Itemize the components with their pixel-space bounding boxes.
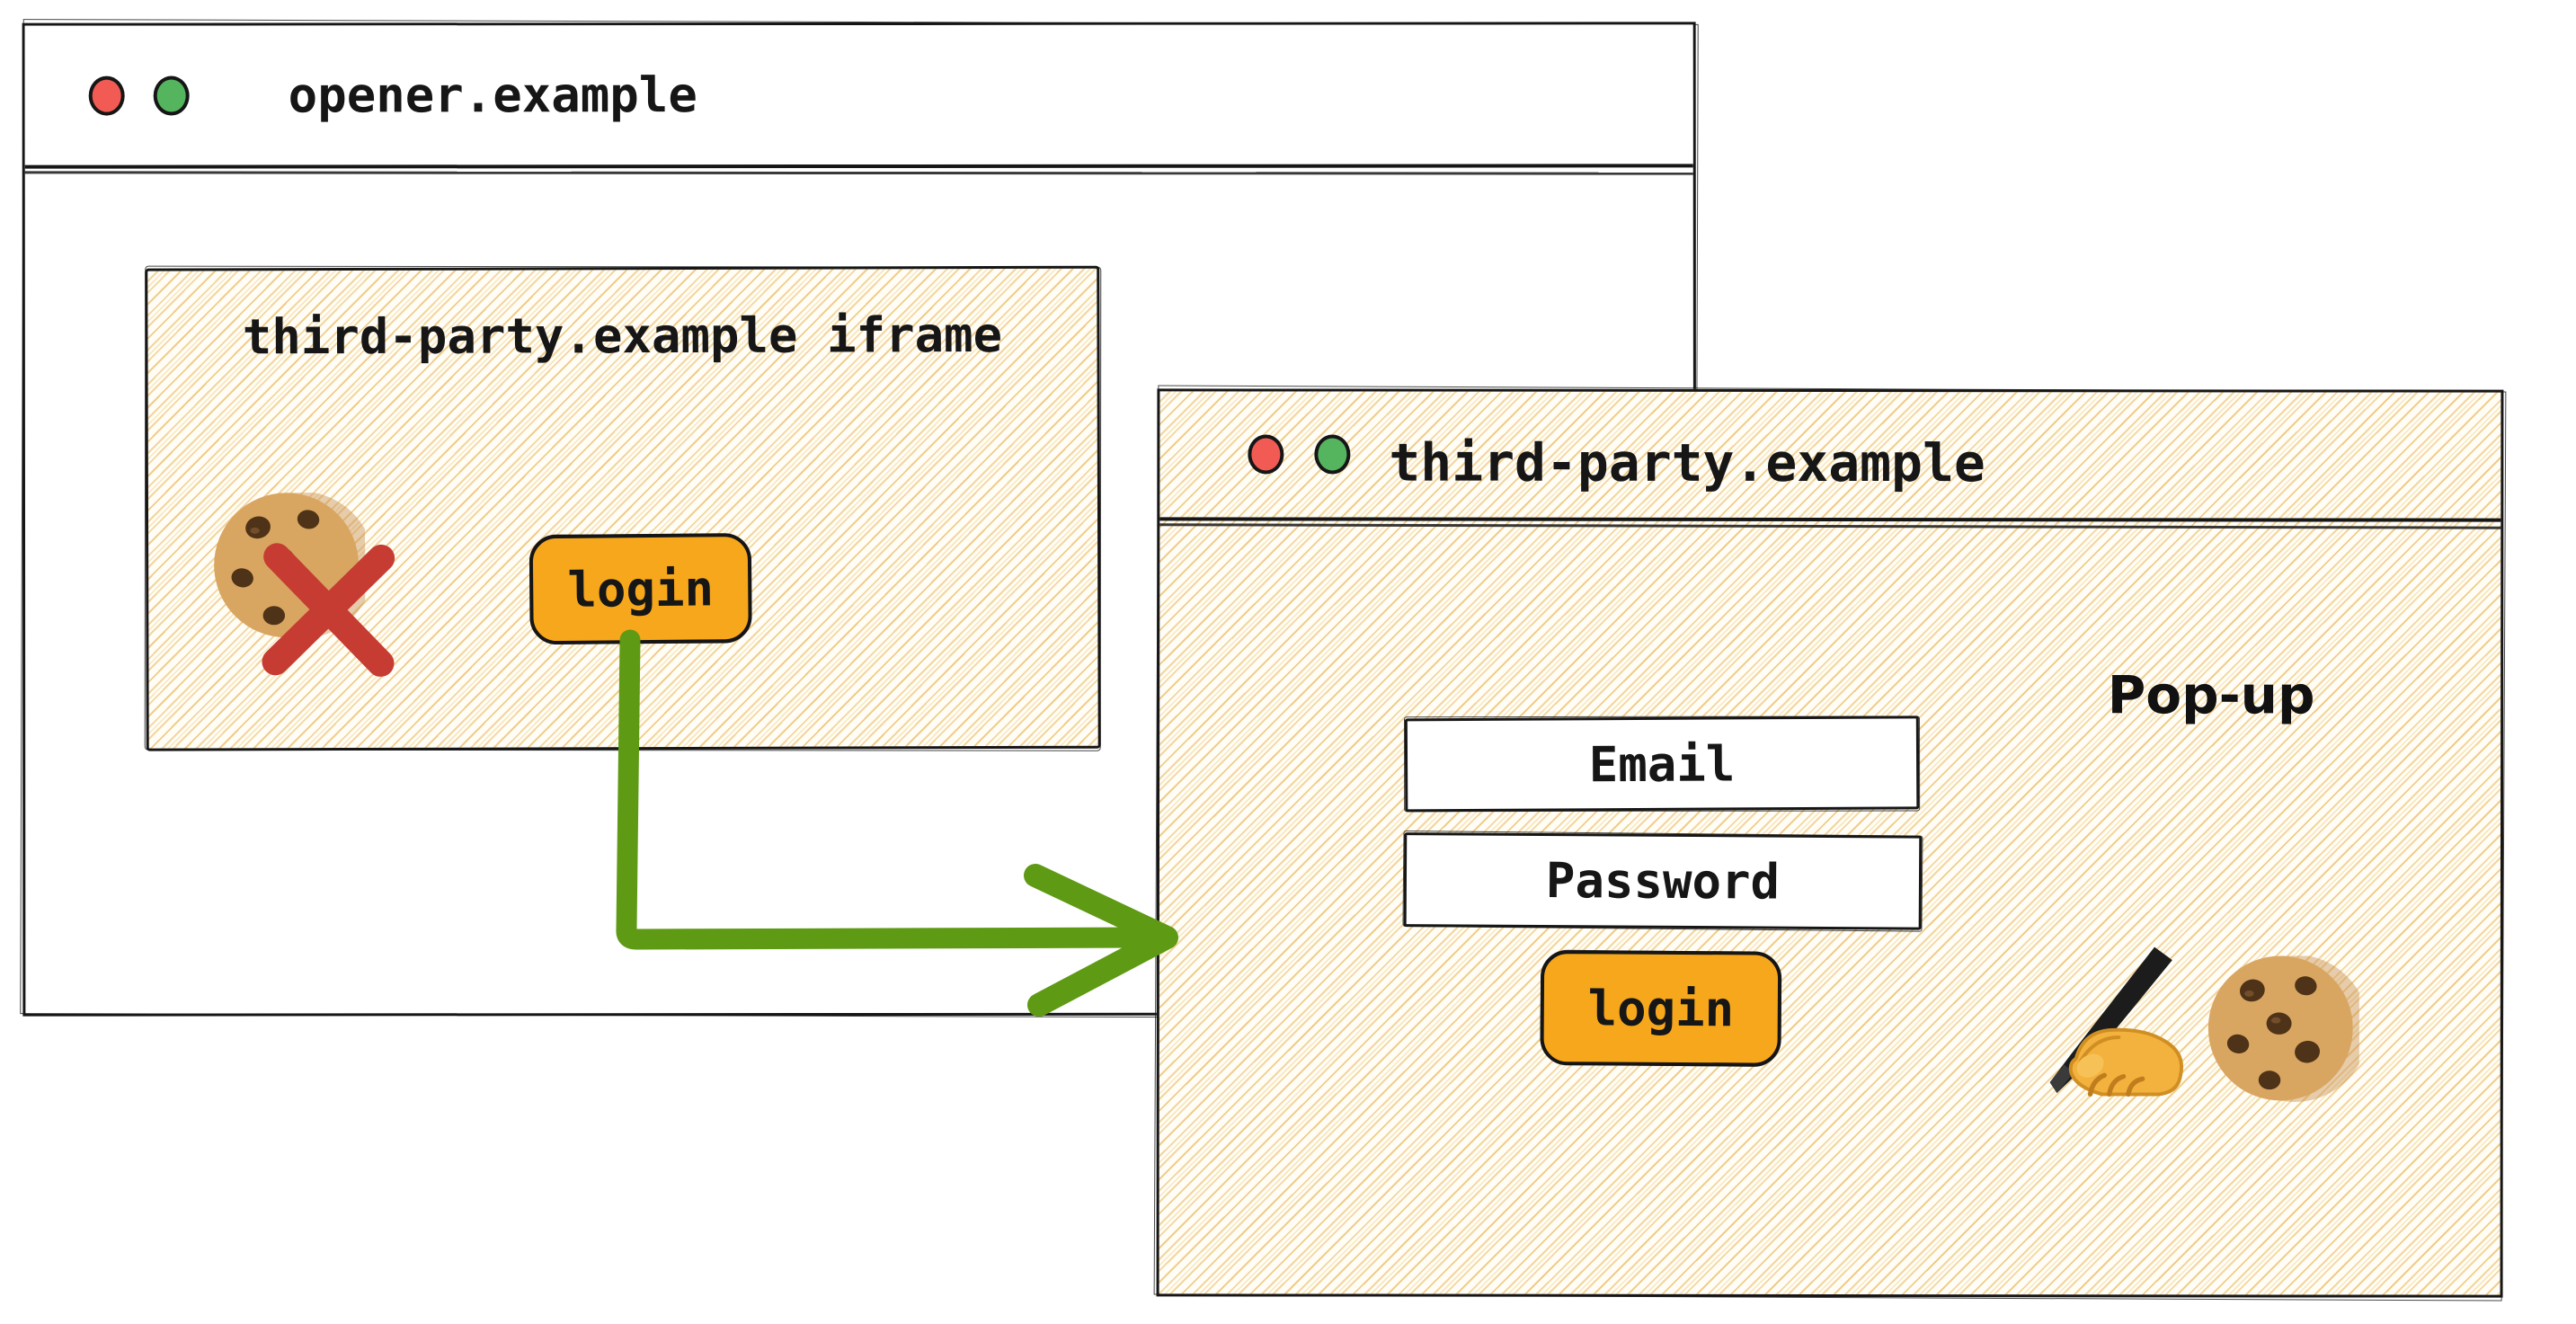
third-party-iframe: third-party.example iframe login	[145, 265, 1101, 751]
maximize-icon[interactable]	[1314, 434, 1351, 475]
blocked-cross-icon	[262, 543, 395, 677]
popup-login-button[interactable]: login	[1540, 950, 1782, 1067]
opener-window: opener.example third-party.example ifram…	[22, 22, 1697, 1017]
cookie-icon	[2207, 955, 2359, 1102]
email-input[interactable]: Email	[1404, 715, 1920, 813]
opener-window-title: opener.example	[288, 67, 697, 124]
password-input[interactable]: Password	[1403, 832, 1923, 930]
popup-titlebar: third-party.example	[1159, 391, 2501, 522]
writing-hand-icon	[2049, 946, 2183, 1097]
popup-window-title: third-party.example	[1389, 431, 1985, 494]
password-input-label: Password	[1545, 852, 1781, 911]
iframe-login-button-label: login	[567, 559, 715, 618]
iframe-login-button[interactable]: login	[529, 532, 752, 645]
email-input-label: Email	[1588, 734, 1736, 793]
maximize-icon[interactable]	[153, 76, 190, 116]
popup-window: third-party.example Pop-up Email Passwor…	[1156, 388, 2504, 1298]
popup-label: Pop-up	[2107, 664, 2315, 726]
close-icon[interactable]	[88, 76, 125, 116]
iframe-heading: third-party.example iframe	[242, 307, 1003, 366]
opener-titlebar: opener.example	[24, 24, 1693, 169]
close-icon[interactable]	[1248, 434, 1284, 475]
popup-login-button-label: login	[1587, 979, 1735, 1037]
